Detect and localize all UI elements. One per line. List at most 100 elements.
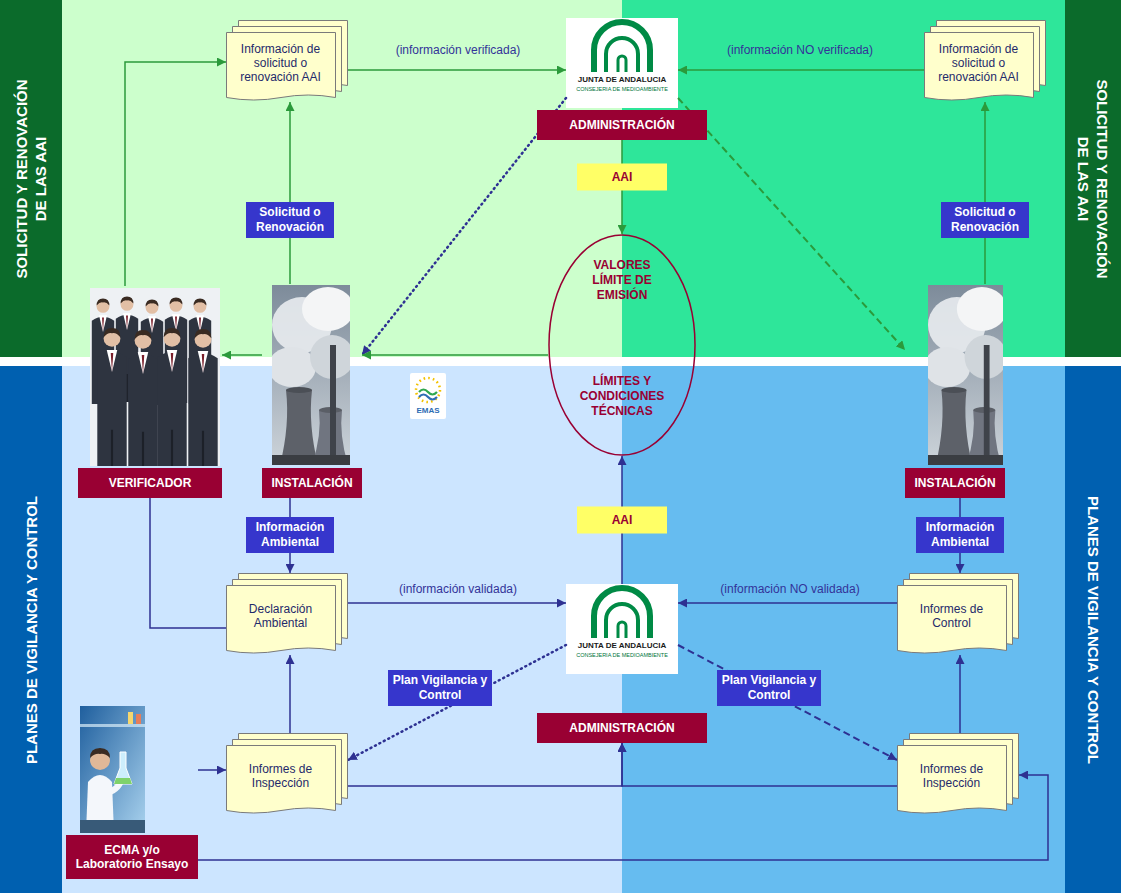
limits-ellipse: VALORES LÍMITE DE EMISIÓN LÍMITES Y CONDI… <box>548 234 696 456</box>
document-body: Declaración Ambiental <box>226 602 335 630</box>
connector <box>348 743 622 786</box>
document-sheet <box>227 746 336 814</box>
edge-label: (información validada) <box>397 582 519 596</box>
actor-photo: ECMA y/o Laboratorio Ensayo <box>66 705 198 879</box>
edge-label: (información NO verificada) <box>725 43 875 57</box>
lab-photo <box>80 706 145 833</box>
role-label: ADMINISTRACIÓN <box>537 713 707 743</box>
band-title: SOLICITUD Y RENOVACIÓN DE LAS AAI <box>1074 74 1112 284</box>
document-body: Informes de Inspección <box>897 762 1006 790</box>
band-title: SOLICITUD Y RENOVACIÓN DE LAS AAI <box>12 74 50 284</box>
connector <box>125 62 226 286</box>
label-box: INSTALACIÓN <box>262 468 362 498</box>
label-box: INSTALACIÓN <box>905 468 1005 498</box>
administration-logo: JUNTA DE ANDALUCIACONSEJERIA DE MEDIOAMB… <box>566 18 678 108</box>
side-band: SOLICITUD Y RENOVACIÓN DE LAS AAI <box>0 0 62 357</box>
document-sheet <box>925 33 1034 101</box>
connector <box>348 602 566 604</box>
connector <box>348 645 566 760</box>
logo-text: JUNTA DE ANDALUCIA <box>566 641 678 651</box>
connector <box>150 498 226 628</box>
edge-label: (información NO validada) <box>718 582 861 596</box>
document-text: Declaración Ambiental <box>232 602 329 630</box>
edge-label: AAI <box>577 164 667 191</box>
document-sheet <box>898 746 1007 814</box>
side-band: SOLICITUD Y RENOVACIÓN DE LAS AAI <box>1065 0 1121 357</box>
logo-body: JUNTA DE ANDALUCIACONSEJERIA DE MEDIOAMB… <box>566 75 678 93</box>
edge-label: Solicitud o Renovación <box>941 202 1029 238</box>
connector <box>289 655 291 733</box>
document-sheet <box>898 586 1007 654</box>
document-text: Informes de Inspección <box>903 762 1000 790</box>
connector <box>678 98 905 350</box>
document-body: Información de solicitud o renovación AA… <box>226 42 335 84</box>
document-stack: Informes de Control <box>897 573 1019 655</box>
emas-logo <box>410 373 446 419</box>
photo-slot <box>78 286 222 468</box>
document-text: Información de solicitud o renovación AA… <box>232 42 329 84</box>
document-body: Informes de Inspección <box>226 762 335 790</box>
people-photo <box>90 288 220 466</box>
document-body: Informes de Control <box>897 602 1006 630</box>
node-label: ADMINISTRACIÓN <box>541 118 703 132</box>
plant-photo <box>268 285 354 465</box>
document-text: Información de solicitud o renovación AA… <box>930 42 1027 84</box>
document-text: Informes de Control <box>903 602 1000 630</box>
actor-photo: INSTALACIÓN <box>262 284 362 498</box>
edge-label: AAI <box>577 507 667 534</box>
node-label: VERIFICADOR <box>82 476 218 490</box>
node-label: ADMINISTRACIÓN <box>541 721 703 735</box>
photo-slot <box>905 284 1005 468</box>
edge-label: Información Ambiental <box>916 517 1004 553</box>
edge-label: Plan Vigilancia y Control <box>717 670 821 706</box>
connector <box>222 354 262 356</box>
document-stack: Información de solicitud o renovación AA… <box>924 20 1046 102</box>
side-band: PLANES DE VIGILANCIA Y CONTROL <box>0 366 62 893</box>
logo-caption: EMAS <box>416 406 439 416</box>
actor-photo: INSTALACIÓN <box>905 284 1005 498</box>
edge-label: Solicitud o Renovación <box>246 202 334 238</box>
document-sheet <box>227 33 336 101</box>
connector <box>678 602 897 604</box>
label-box: VERIFICADOR <box>78 468 222 498</box>
document-stack: Información de solicitud o renovación AA… <box>226 20 348 102</box>
plant-photo <box>924 285 1007 465</box>
junta-logo <box>566 584 678 674</box>
band-title: PLANES DE VIGILANCIA Y CONTROL <box>1084 390 1103 870</box>
connector <box>362 98 566 355</box>
connector <box>622 743 897 786</box>
edge-label: Información Ambiental <box>246 517 334 553</box>
document-stack: Informes de Inspección <box>897 733 1019 815</box>
document-stack: Informes de Inspección <box>226 733 348 815</box>
connector <box>198 769 226 771</box>
ellipse-text: VALORES LÍMITE DE EMISIÓN <box>576 258 668 303</box>
connector <box>959 655 961 733</box>
connector <box>678 645 897 760</box>
document-text: Informes de Inspección <box>232 762 329 790</box>
ellipse-text: LÍMITES Y CONDICIONES TÉCNICAS <box>576 374 668 419</box>
logo-text: JUNTA DE ANDALUCIA <box>566 75 678 85</box>
document-stack: Declaración Ambiental <box>226 573 348 655</box>
side-band: PLANES DE VIGILANCIA Y CONTROL <box>1065 366 1121 893</box>
photo-slot <box>66 705 198 835</box>
logo-text: CONSEJERIA DE MEDIOAMBIENTE <box>566 85 678 93</box>
document-body: Información de solicitud o renovación AA… <box>924 42 1033 84</box>
label-box: ECMA y/o Laboratorio Ensayo <box>66 835 198 879</box>
node-label: INSTALACIÓN <box>266 476 358 490</box>
node-label: ECMA y/o Laboratorio Ensayo <box>70 843 194 871</box>
junta-logo <box>566 18 678 108</box>
logo-body: JUNTA DE ANDALUCIACONSEJERIA DE MEDIOAMB… <box>566 641 678 659</box>
connector <box>678 69 924 71</box>
node-label: INSTALACIÓN <box>909 476 1001 490</box>
logo-text: CONSEJERIA DE MEDIOAMBIENTE <box>566 651 678 659</box>
actor-photo: VERIFICADOR <box>78 286 222 498</box>
connector <box>348 69 566 71</box>
role-label: ADMINISTRACIÓN <box>537 110 707 140</box>
document-sheet <box>227 586 336 654</box>
edge-label: Plan Vigilancia y Control <box>388 670 492 706</box>
connector <box>984 102 986 284</box>
connector <box>362 354 548 356</box>
photo-slot <box>262 284 362 468</box>
band-title: PLANES DE VIGILANCIA Y CONTROL <box>22 390 41 870</box>
